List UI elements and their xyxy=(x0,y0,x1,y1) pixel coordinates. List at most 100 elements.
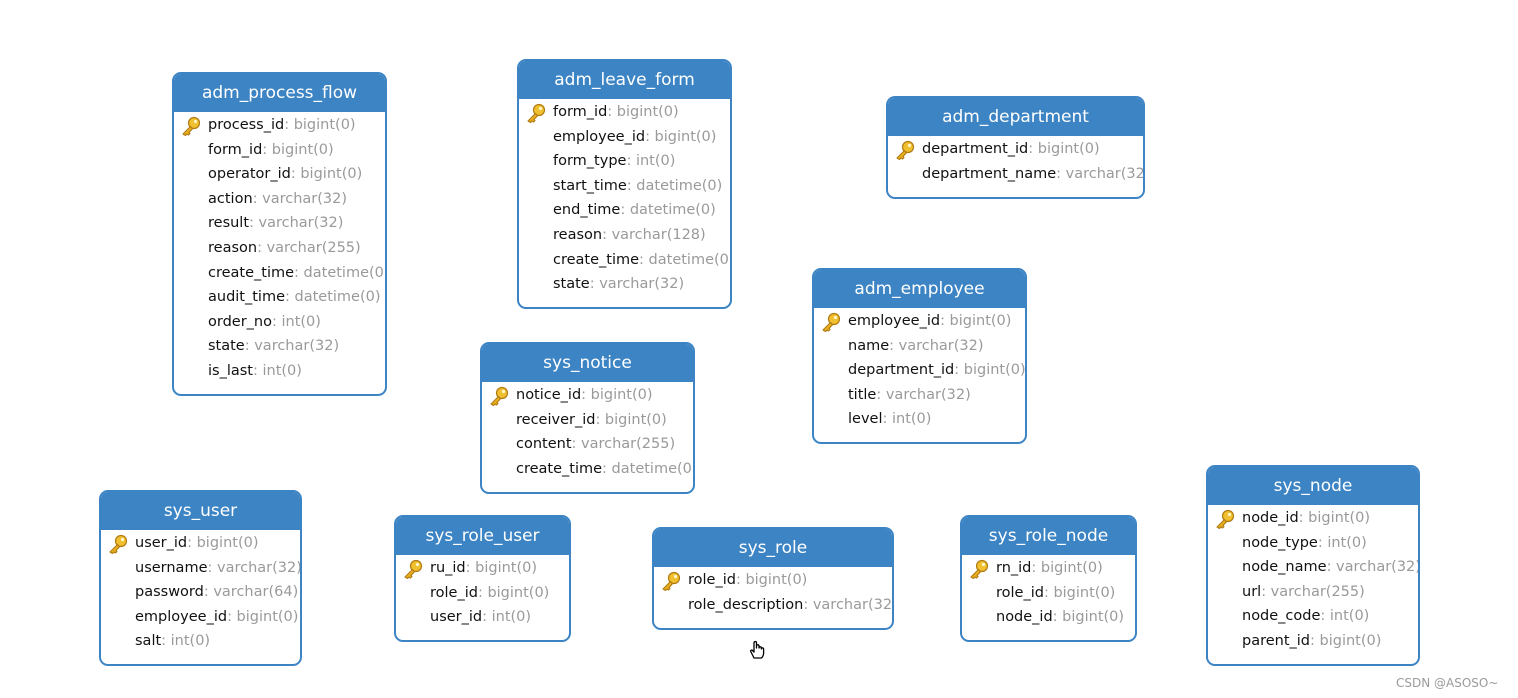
field-row[interactable]: create_time: datetime(0) xyxy=(519,248,730,273)
field-row[interactable]: department_name: varchar(32) xyxy=(888,162,1143,187)
field-row[interactable]: reason: varchar(128) xyxy=(519,223,730,248)
field-row[interactable]: node_id: bigint(0) xyxy=(962,605,1135,630)
primary-key-field[interactable]: employee_id: bigint(0) xyxy=(814,309,1025,334)
field-name: user_id xyxy=(135,535,188,551)
field-name: password xyxy=(135,584,204,601)
field-name: employee_id xyxy=(135,608,228,625)
primary-key-field[interactable]: process_id: bigint(0) xyxy=(174,113,385,138)
field-type: : bigint(0) xyxy=(290,166,363,183)
field-row[interactable]: is_last: int(0) xyxy=(174,359,385,384)
field-row[interactable]: create_time: datetime(0) xyxy=(482,457,693,482)
field-name: process_id xyxy=(208,117,285,133)
field-name: order_no xyxy=(208,313,272,330)
field-row[interactable]: role_id: bigint(0) xyxy=(396,581,569,606)
field-row[interactable]: form_id: bigint(0) xyxy=(174,138,385,163)
hand-cursor-icon xyxy=(750,640,765,659)
field-list: user_id: bigint(0)username: varchar(32)p… xyxy=(101,530,300,654)
field-name: create_time xyxy=(553,251,640,268)
field-type: : bigint(0) xyxy=(940,313,1012,329)
field-type: : varchar(255) xyxy=(1261,583,1365,600)
key-icon xyxy=(662,571,681,591)
field-row[interactable]: node_type: int(0) xyxy=(1208,531,1418,556)
field-row[interactable]: node_name: varchar(32) xyxy=(1208,555,1418,580)
field-name: employee_id xyxy=(848,313,941,329)
field-row[interactable]: state: varchar(32) xyxy=(174,334,385,359)
field-name: is_last xyxy=(208,362,253,379)
primary-key-field[interactable]: role_id: bigint(0) xyxy=(654,568,892,593)
primary-key-field[interactable]: notice_id: bigint(0) xyxy=(482,383,693,408)
field-name: form_id xyxy=(208,141,263,158)
field-row[interactable]: action: varchar(32) xyxy=(174,187,385,212)
field-name: node_name xyxy=(1242,559,1327,576)
field-row[interactable]: end_time: datetime(0) xyxy=(519,198,730,223)
field-row[interactable]: reason: varchar(255) xyxy=(174,236,385,261)
field-row[interactable]: title: varchar(32) xyxy=(814,383,1025,408)
primary-key-field[interactable]: node_id: bigint(0) xyxy=(1208,506,1418,531)
field-row[interactable]: create_time: datetime(0) xyxy=(174,261,385,286)
field-row[interactable]: content: varchar(255) xyxy=(482,432,693,457)
field-row[interactable]: role_description: varchar(32) xyxy=(654,593,892,618)
field-row[interactable]: order_no: int(0) xyxy=(174,310,385,335)
field-row[interactable]: audit_time: datetime(0) xyxy=(174,285,385,310)
field-row[interactable]: employee_id: bigint(0) xyxy=(101,605,300,630)
key-icon xyxy=(896,140,915,160)
primary-key-field[interactable]: department_id: bigint(0) xyxy=(888,137,1143,162)
field-row[interactable]: state: varchar(32) xyxy=(519,272,730,297)
primary-key-field[interactable]: form_id: bigint(0) xyxy=(519,100,730,125)
primary-key-field[interactable]: user_id: bigint(0) xyxy=(101,531,300,556)
field-row[interactable]: result: varchar(32) xyxy=(174,211,385,236)
field-row[interactable]: level: int(0) xyxy=(814,407,1025,432)
field-type: : int(0) xyxy=(161,633,211,650)
field-row[interactable]: operator_id: bigint(0) xyxy=(174,162,385,187)
primary-key-field[interactable]: ru_id: bigint(0) xyxy=(396,556,569,581)
field-name: node_id xyxy=(1242,510,1299,526)
field-row[interactable]: url: varchar(255) xyxy=(1208,580,1418,605)
field-name: role_id xyxy=(688,572,736,588)
field-row[interactable]: receiver_id: bigint(0) xyxy=(482,408,693,433)
field-name: form_type xyxy=(553,153,627,170)
field-type: : int(0) xyxy=(882,411,932,428)
table-title: adm_process_flow xyxy=(174,74,385,112)
field-type: : varchar(32) xyxy=(803,596,894,613)
field-row[interactable]: role_id: bigint(0) xyxy=(962,581,1135,606)
field-type: : varchar(32) xyxy=(249,215,344,232)
field-row[interactable]: user_id: int(0) xyxy=(396,605,569,630)
table-title: sys_role_node xyxy=(962,517,1135,555)
field-row[interactable]: department_id: bigint(0) xyxy=(814,358,1025,383)
field-row[interactable]: parent_id: bigint(0) xyxy=(1208,629,1418,654)
field-row[interactable]: employee_id: bigint(0) xyxy=(519,125,730,150)
field-name: create_time xyxy=(208,264,295,281)
field-type: : bigint(0) xyxy=(581,387,653,403)
table-title: sys_user xyxy=(101,492,300,530)
field-name: username xyxy=(135,559,208,576)
field-row[interactable]: start_time: datetime(0) xyxy=(519,174,730,199)
field-list: notice_id: bigint(0)receiver_id: bigint(… xyxy=(482,382,693,481)
field-row[interactable]: salt: int(0) xyxy=(101,629,300,654)
field-type: : bigint(0) xyxy=(227,608,299,625)
field-row[interactable]: username: varchar(32) xyxy=(101,556,300,581)
table-title: sys_role xyxy=(654,529,892,567)
field-name: result xyxy=(208,215,250,232)
field-row[interactable]: password: varchar(64) xyxy=(101,580,300,605)
field-type: : bigint(0) xyxy=(735,572,808,588)
field-type: : bigint(0) xyxy=(1310,632,1382,649)
field-row[interactable]: node_code: int(0) xyxy=(1208,604,1418,629)
field-type: : int(0) xyxy=(1317,534,1367,551)
primary-key-field[interactable]: rn_id: bigint(0) xyxy=(962,556,1135,581)
field-type: : bigint(0) xyxy=(645,128,717,145)
table-title: sys_notice xyxy=(482,344,693,382)
field-list: rn_id: bigint(0)role_id: bigint(0)node_i… xyxy=(962,555,1135,630)
field-row[interactable]: name: varchar(32) xyxy=(814,334,1025,359)
field-row[interactable]: form_type: int(0) xyxy=(519,149,730,174)
field-name: state xyxy=(553,276,590,293)
